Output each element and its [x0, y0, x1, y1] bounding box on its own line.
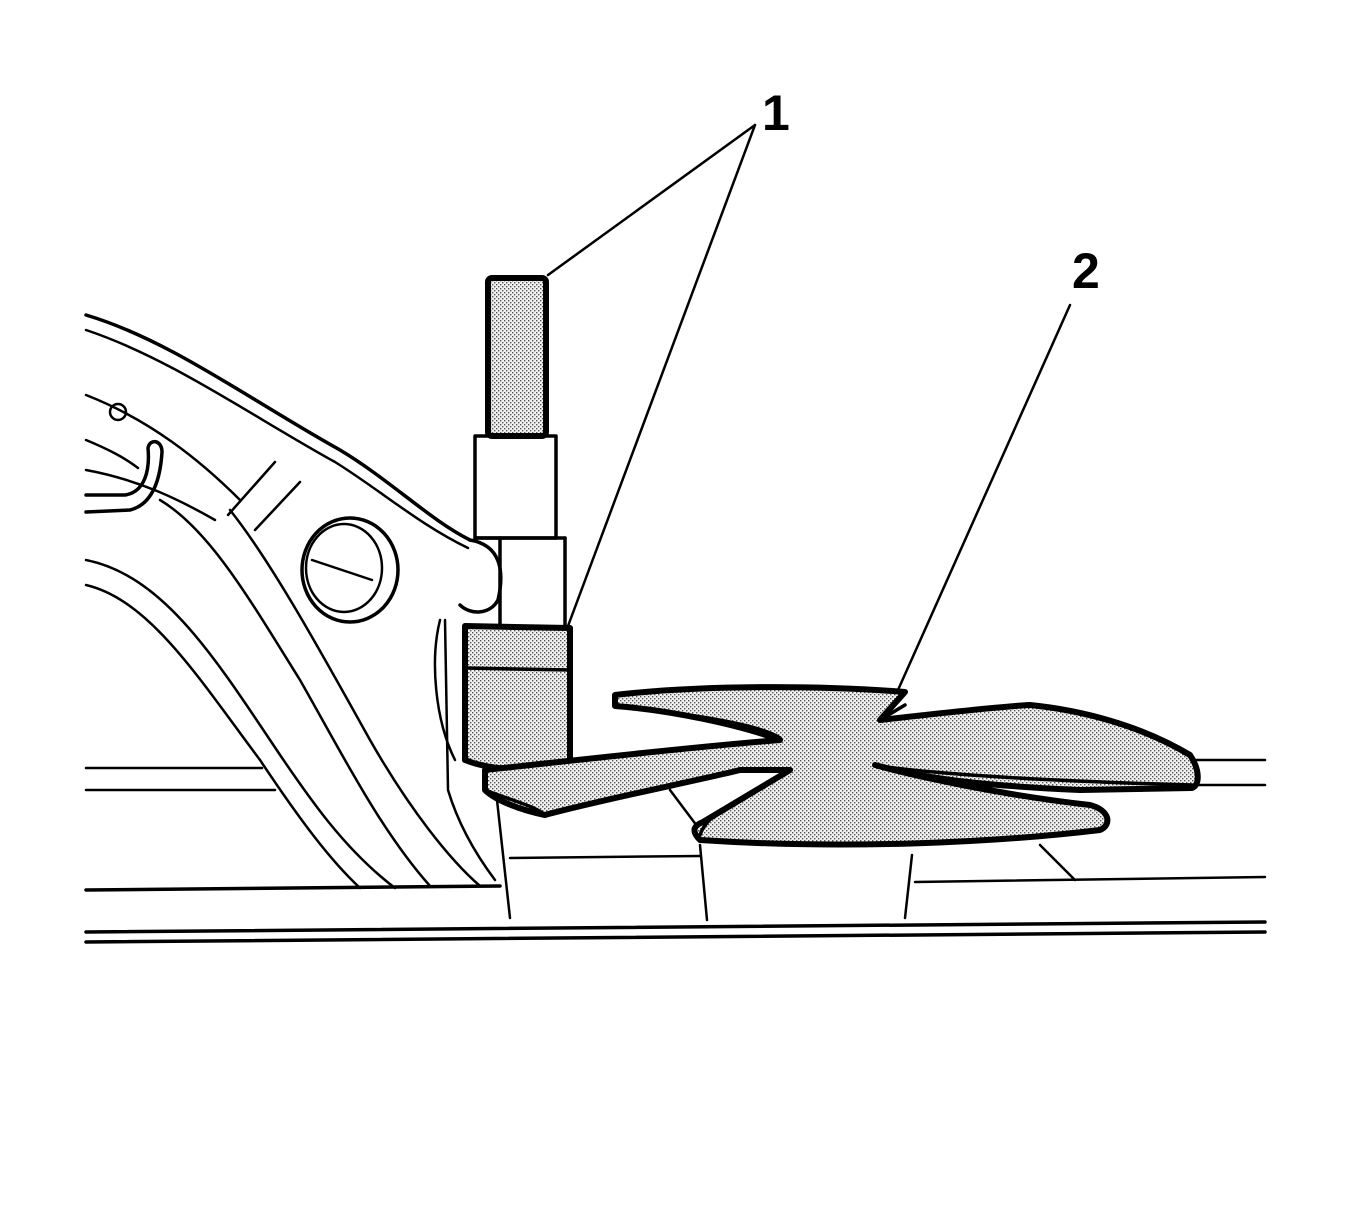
callout-label-2: 2: [1072, 243, 1100, 299]
leader-lines: [546, 123, 1072, 692]
star-retainer: [482, 684, 1201, 848]
hinge-bracket: [84, 313, 503, 890]
callout-label-1: 1: [762, 85, 790, 141]
tool-body: [462, 275, 573, 772]
